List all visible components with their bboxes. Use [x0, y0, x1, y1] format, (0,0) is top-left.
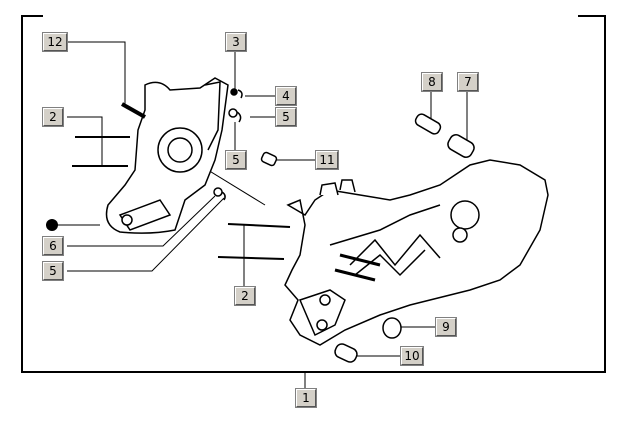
right-crankcase-part — [284, 159, 549, 346]
callout-3[interactable]: 3 — [225, 32, 247, 52]
callout-11[interactable]: 11 — [315, 150, 339, 170]
small-parts — [213, 88, 475, 363]
left-crankcase-part — [105, 77, 229, 234]
callout-8[interactable]: 8 — [421, 72, 443, 92]
callout-1[interactable]: 1 — [295, 388, 317, 408]
leader-lines — [52, 41, 468, 389]
callout-5[interactable]: 5 — [42, 261, 64, 281]
callout-4[interactable]: 4 — [275, 86, 297, 106]
assembly-frame — [21, 15, 606, 373]
callout-10[interactable]: 10 — [400, 346, 424, 366]
callout-2[interactable]: 2 — [234, 286, 256, 306]
stud-bolts — [72, 102, 291, 260]
callout-5[interactable]: 5 — [275, 107, 297, 127]
callout-6[interactable]: 6 — [42, 236, 64, 256]
callout-7[interactable]: 7 — [457, 72, 479, 92]
callout-12[interactable]: 12 — [42, 32, 68, 52]
callout-5[interactable]: 5 — [225, 150, 247, 170]
reference-dot — [46, 219, 58, 231]
callout-2[interactable]: 2 — [42, 107, 64, 127]
callout-9[interactable]: 9 — [435, 317, 457, 337]
